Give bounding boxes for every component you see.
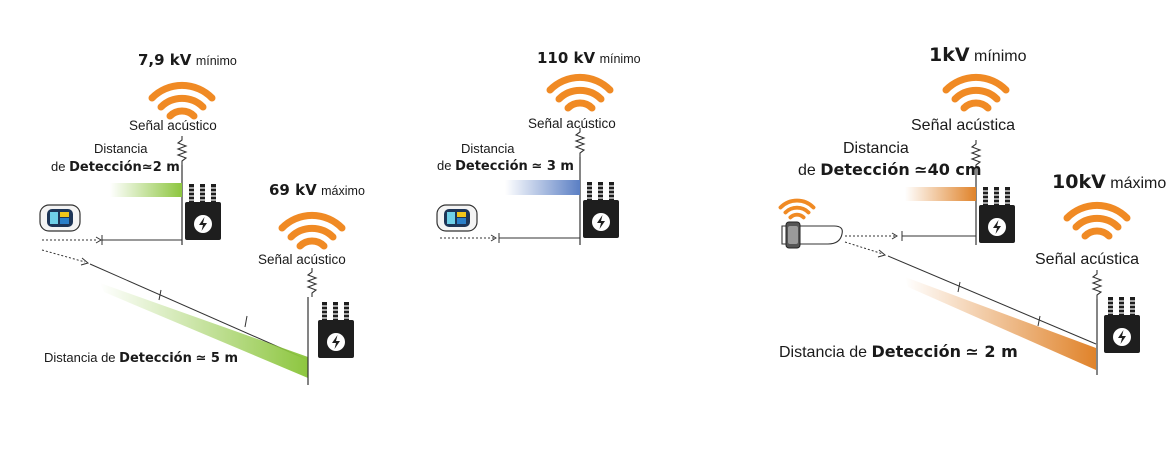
near-detection-band <box>905 187 976 201</box>
near-distance-line2: de Detección≃2 m <box>51 159 180 175</box>
transformer-icon <box>184 183 222 241</box>
panel-2 <box>436 77 620 245</box>
far-detection-band <box>905 277 1096 370</box>
near-detection-band <box>505 180 580 195</box>
near-distance-line1: Distancia <box>461 141 515 156</box>
spring-icon <box>1092 269 1102 300</box>
transformer-icon <box>1103 296 1141 354</box>
far-detection-band <box>100 283 308 378</box>
wifi-wave-icon <box>550 77 610 108</box>
near-detection-band <box>110 183 182 197</box>
wifi-wave-icon <box>946 77 1006 108</box>
voltage-min-label: 110 kV mínimo <box>537 49 641 67</box>
spring-icon <box>575 127 585 158</box>
spring-icon <box>307 267 317 298</box>
transformer-icon <box>978 186 1016 244</box>
panel-1 <box>39 85 355 385</box>
near-distance-line1: Distancia <box>843 140 909 157</box>
signal-label: Señal acústico <box>129 118 217 133</box>
far-distance-label: Distancia de Detección ≃ 2 m <box>779 342 1018 361</box>
near-distance-line2: de Detección ≃40 cm <box>798 160 982 179</box>
voltage-min-label: 1kV mínimo <box>929 44 1027 66</box>
detector-device-icon <box>39 204 81 232</box>
transformer-icon <box>317 301 355 359</box>
signal-label: Señal acústica <box>1035 251 1140 268</box>
panel-3 <box>778 77 1141 375</box>
signal-label: Señal acústico <box>528 116 616 131</box>
wifi-wave-icon <box>1067 205 1127 236</box>
signal-label: Señal acústica <box>911 117 1016 134</box>
near-distance-line2: de Detección ≃ 3 m <box>437 158 574 174</box>
signal-label: Señal acústico <box>258 252 346 267</box>
smartwatch-icon <box>778 198 843 249</box>
near-distance-line1: Distancia <box>94 141 148 156</box>
transformer-icon <box>582 181 620 239</box>
wifi-wave-icon <box>152 85 212 116</box>
far-distance-label: Distancia de Detección ≃ 5 m <box>44 350 239 366</box>
wifi-wave-icon <box>282 215 342 246</box>
voltage-max-label: 10kV máximo <box>1052 171 1167 193</box>
voltage-min-label: 7,9 kV mínimo <box>138 51 237 69</box>
voltage-max-label: 69 kV máximo <box>269 181 365 199</box>
detector-device-icon <box>436 204 478 232</box>
